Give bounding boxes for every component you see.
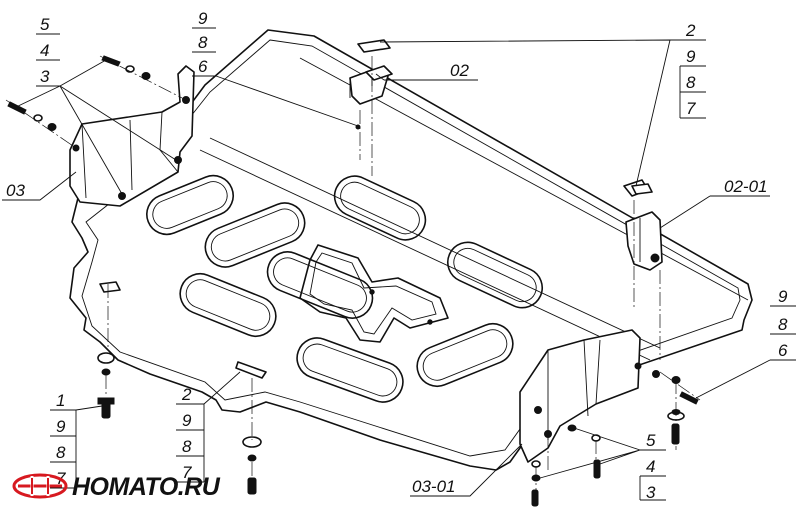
mount-hole bbox=[369, 289, 375, 295]
callout-number: 3 bbox=[646, 483, 656, 502]
callout-number: 7 bbox=[182, 463, 192, 482]
callout-number: 8 bbox=[778, 315, 788, 334]
part-label-03: 03 bbox=[6, 181, 25, 200]
bottom-mid-fasteners bbox=[235, 361, 267, 495]
bolt-hole bbox=[174, 156, 182, 164]
center-meander-slot-inner bbox=[309, 252, 437, 335]
mount-hole bbox=[427, 319, 433, 325]
vent-slot bbox=[204, 202, 306, 268]
bolt-hole bbox=[634, 362, 642, 370]
right-side-bracket bbox=[519, 329, 660, 463]
callout-number: 9 bbox=[182, 411, 192, 430]
bolt-hole bbox=[650, 253, 660, 263]
part-label-02-01: 02-01 bbox=[724, 177, 767, 196]
callout-number: 7 bbox=[686, 99, 696, 118]
vent-slot bbox=[266, 251, 374, 319]
callout-number: 6 bbox=[778, 341, 788, 360]
part-label-02: 02 bbox=[450, 61, 469, 80]
callout-number: 5 bbox=[646, 431, 656, 450]
bolt-hole bbox=[652, 370, 660, 378]
callout-group-bottom-left: 1 9 8 7 bbox=[56, 391, 66, 488]
vent-slot bbox=[416, 322, 514, 388]
leader-lines bbox=[2, 27, 796, 501]
center-meander-slot bbox=[299, 244, 449, 343]
callout-number: 1 bbox=[56, 391, 65, 410]
callout-number: 4 bbox=[40, 41, 49, 60]
callout-group-top-right: 2 9 8 7 bbox=[685, 21, 696, 118]
callout-number: 4 bbox=[646, 457, 655, 476]
logo-ring-icon bbox=[12, 473, 68, 499]
front-rolled-edge bbox=[199, 137, 661, 361]
top-mount-bracket bbox=[349, 39, 393, 176]
callout-group-right-mid: 9 8 6 bbox=[778, 287, 788, 360]
vent-slot bbox=[146, 174, 234, 236]
vent-slot bbox=[333, 175, 427, 241]
callout-number: 9 bbox=[56, 417, 66, 436]
skid-plate-inner-edge bbox=[81, 39, 741, 457]
callout-number: 6 bbox=[198, 57, 208, 76]
vent-slots bbox=[146, 174, 543, 403]
callout-group-top-mid: 9 8 6 bbox=[198, 9, 208, 76]
callout-number: 8 bbox=[56, 443, 66, 462]
part-label-03-01: 03-01 bbox=[412, 477, 455, 496]
callout-number: 9 bbox=[686, 47, 696, 66]
callout-group-top-left: 5 4 3 bbox=[40, 15, 50, 86]
callout-number: 8 bbox=[686, 73, 696, 92]
brand-logo: HOMATO.RU bbox=[12, 473, 221, 501]
vent-slot bbox=[447, 241, 543, 309]
bolt-hole bbox=[118, 192, 126, 200]
top-left-fasteners bbox=[5, 55, 187, 149]
bottom-left-fasteners bbox=[97, 281, 121, 419]
brand-name: HOMATO.RU bbox=[72, 473, 221, 501]
callout-group-bottom-right: 5 4 3 bbox=[646, 431, 656, 502]
callout-number: 5 bbox=[40, 15, 50, 34]
bolt-hole bbox=[534, 406, 542, 414]
callout-number: 3 bbox=[40, 67, 50, 86]
callout-number: 9 bbox=[198, 9, 208, 28]
callout-number: 8 bbox=[182, 437, 192, 456]
callout-number: 2 bbox=[685, 21, 696, 40]
callout-number: 8 bbox=[198, 33, 208, 52]
vent-slot bbox=[296, 337, 404, 403]
vent-slot bbox=[179, 272, 277, 338]
callout-group-bottom-mid: 2 9 8 7 bbox=[181, 385, 192, 482]
callout-number: 2 bbox=[181, 385, 192, 404]
spacer-plate bbox=[631, 183, 653, 195]
callout-number: 9 bbox=[778, 287, 788, 306]
right-mount-bracket bbox=[623, 179, 663, 360]
